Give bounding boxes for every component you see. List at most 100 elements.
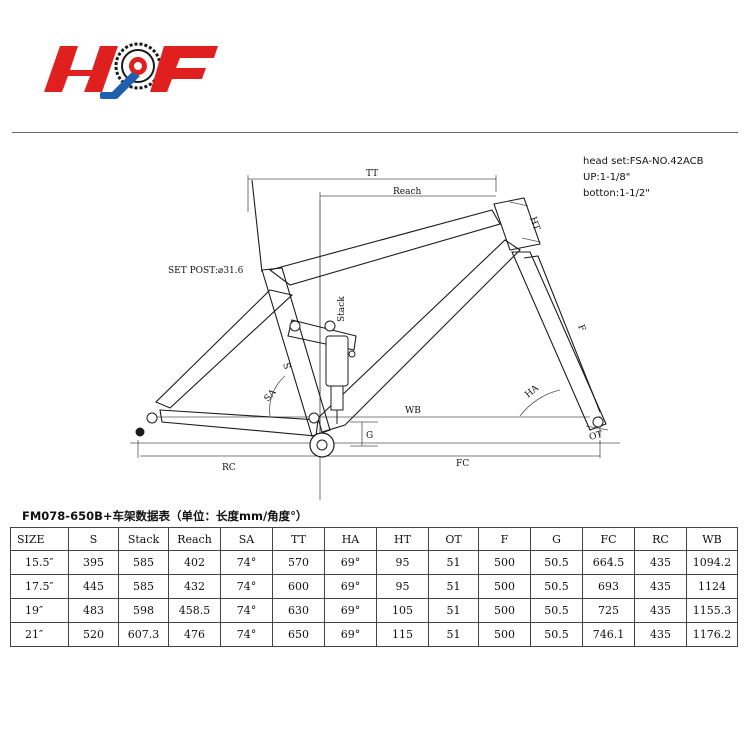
crank-arm-icon xyxy=(100,72,140,99)
col-header: HT xyxy=(376,527,429,551)
label-tt: TT xyxy=(366,169,378,179)
table-cell: 51 xyxy=(428,598,479,623)
table-cell: 74° xyxy=(220,622,273,647)
col-header: F xyxy=(478,527,531,551)
table-cell: 74° xyxy=(220,598,273,623)
table-cell: 725 xyxy=(582,598,635,623)
label-f: F xyxy=(575,323,587,333)
rear-shock xyxy=(289,320,356,424)
table-cell: 500 xyxy=(478,622,531,647)
table-row: 15.5″ 395 585 402 74° 570 69° 95 51 500 … xyxy=(10,550,738,575)
col-header: OT xyxy=(428,527,479,551)
table-cell: 19″ xyxy=(10,598,69,623)
section-divider xyxy=(12,132,738,133)
label-ha: HA xyxy=(524,383,542,400)
table-header-row: SIZE S Stack Reach SA TT HA HT OT F G FC… xyxy=(10,527,738,551)
table-cell: 500 xyxy=(478,598,531,623)
table-cell: 50.5 xyxy=(530,550,583,575)
rear-dropout xyxy=(135,412,320,437)
table-row: 21″ 520 607.3 476 74° 650 69° 115 51 500… xyxy=(10,622,738,647)
spec-table-title: FM078-650B+车架数据表（单位：长度mm/角度°） xyxy=(22,509,308,523)
table-cell: 435 xyxy=(634,622,687,647)
frame-outline xyxy=(155,179,607,437)
table-cell: 435 xyxy=(634,598,687,623)
table-row: 17.5″ 445 585 432 74° 600 69° 95 51 500 … xyxy=(10,574,738,599)
table-cell: 69° xyxy=(324,550,377,575)
table-cell: 1124 xyxy=(686,574,738,599)
table-cell: 15.5″ xyxy=(10,550,69,575)
hf-logo xyxy=(44,42,218,99)
table-cell: 74° xyxy=(220,574,273,599)
table-cell: 95 xyxy=(376,550,429,575)
table-cell: 1155.3 xyxy=(686,598,738,623)
label-s: S xyxy=(280,362,291,371)
table-cell: 600 xyxy=(272,574,325,599)
table-cell: 51 xyxy=(428,574,479,599)
table-cell: 69° xyxy=(324,598,377,623)
frame-geometry-diagram: TT Reach HT SET POST:⌀31.6 Stack S SA HA… xyxy=(130,156,704,500)
col-header: SA xyxy=(220,527,273,551)
table-cell: 570 xyxy=(272,550,325,575)
table-cell: 51 xyxy=(428,550,479,575)
table-cell: 435 xyxy=(634,550,687,575)
col-header: Stack xyxy=(118,527,169,551)
bottom-bracket xyxy=(309,432,335,458)
col-header: TT xyxy=(272,527,325,551)
table-cell: 69° xyxy=(324,574,377,599)
front-axle xyxy=(592,416,604,428)
col-header: Reach xyxy=(168,527,221,551)
col-header: G xyxy=(530,527,583,551)
label-reach: Reach xyxy=(393,187,422,197)
table-cell: 432 xyxy=(168,574,221,599)
table-cell: 500 xyxy=(478,574,531,599)
table-cell: 395 xyxy=(68,550,119,575)
table-cell: 607.3 xyxy=(118,622,169,647)
table-cell: 95 xyxy=(376,574,429,599)
label-sa: SA xyxy=(263,387,279,404)
table-cell: 115 xyxy=(376,622,429,647)
table-cell: 630 xyxy=(272,598,325,623)
table-cell: 50.5 xyxy=(530,622,583,647)
table-cell: 458.5 xyxy=(168,598,221,623)
table-cell: 664.5 xyxy=(582,550,635,575)
table-cell: 17.5″ xyxy=(10,574,69,599)
label-stack: Stack xyxy=(337,296,347,322)
table-cell: 650 xyxy=(272,622,325,647)
table-cell: 1094.2 xyxy=(686,550,738,575)
table-cell: 50.5 xyxy=(530,598,583,623)
table-cell: 500 xyxy=(478,550,531,575)
table-cell: 21″ xyxy=(10,622,69,647)
table-cell: 74° xyxy=(220,550,273,575)
headset-upper: UP:1-1/8" xyxy=(583,172,630,183)
label-ot: OT xyxy=(588,430,604,443)
logo-letter-f xyxy=(150,46,218,92)
table-cell: 1176.2 xyxy=(686,622,738,647)
geometry-spec-table: SIZE S Stack Reach SA TT HA HT OT F G FC… xyxy=(10,527,738,647)
headset-lower: botton:1-1/2" xyxy=(583,188,650,199)
table-cell: 746.1 xyxy=(582,622,635,647)
label-fc: FC xyxy=(456,459,469,469)
headset-spec: head set:FSA-NO.42ACB xyxy=(583,156,704,167)
label-g: G xyxy=(366,431,373,441)
dimension-lines xyxy=(130,175,620,500)
logo-letter-h xyxy=(44,46,118,92)
table-cell: 51 xyxy=(428,622,479,647)
table-cell: 585 xyxy=(118,574,169,599)
table-cell: 69° xyxy=(324,622,377,647)
table-cell: 445 xyxy=(68,574,119,599)
table-cell: 50.5 xyxy=(530,574,583,599)
table-cell: 483 xyxy=(68,598,119,623)
col-header: RC xyxy=(634,527,687,551)
label-set-post: SET POST:⌀31.6 xyxy=(168,266,244,276)
table-cell: 520 xyxy=(68,622,119,647)
col-header: SIZE xyxy=(10,527,69,551)
col-header: HA xyxy=(324,527,377,551)
table-cell: 693 xyxy=(582,574,635,599)
label-wb: WB xyxy=(405,406,421,416)
table-cell: 435 xyxy=(634,574,687,599)
label-ht: HT xyxy=(527,216,541,232)
table-cell: 585 xyxy=(118,550,169,575)
table-cell: 476 xyxy=(168,622,221,647)
col-header: S xyxy=(68,527,119,551)
label-rc: RC xyxy=(222,463,236,473)
